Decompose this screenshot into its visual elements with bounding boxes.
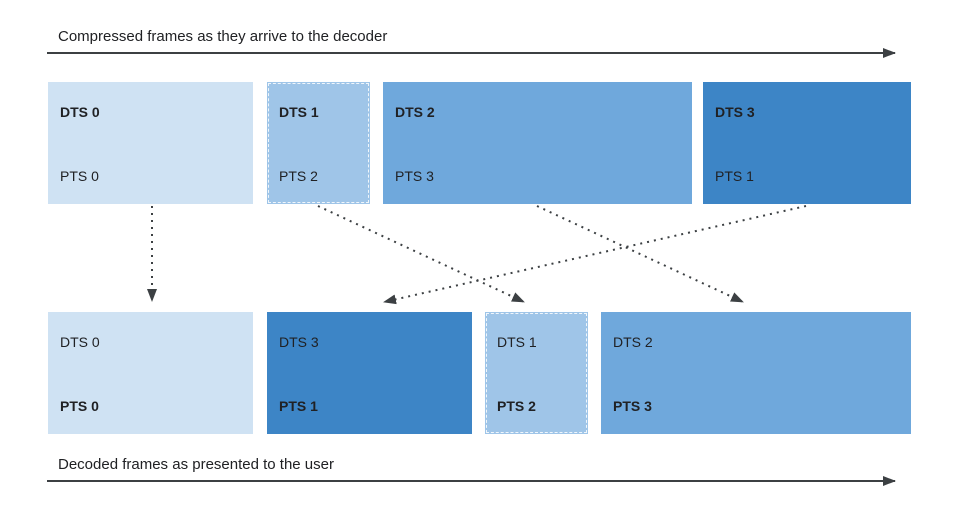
pts-label: PTS 0 [60, 168, 99, 184]
pts-label: PTS 1 [715, 168, 754, 184]
dts-label: DTS 3 [279, 334, 319, 350]
pts-label: PTS 2 [497, 398, 536, 414]
frame-compressed-dts2: DTS 2 PTS 3 [383, 82, 692, 204]
map-arrow-dts1-to-pts2 [317, 205, 525, 303]
dts-label: DTS 0 [60, 104, 100, 120]
map-arrow-dts2-to-pts3 [536, 205, 744, 303]
dts-label: DTS 2 [395, 104, 435, 120]
dts-label: DTS 3 [715, 104, 755, 120]
frame-decoded-pts0: DTS 0 PTS 0 [48, 312, 253, 434]
decoded-stream-label: Decoded frames as presented to the user [58, 456, 334, 473]
frame-compressed-dts3: DTS 3 PTS 1 [703, 82, 911, 204]
pts-label: PTS 1 [279, 398, 318, 414]
pts-label: PTS 0 [60, 398, 99, 414]
frame-decoded-pts1: DTS 3 PTS 1 [267, 312, 472, 434]
pts-label: PTS 3 [395, 168, 434, 184]
dts-label: DTS 1 [279, 104, 319, 120]
pts-label: PTS 3 [613, 398, 652, 414]
frame-compressed-dts0: DTS 0 PTS 0 [48, 82, 253, 204]
frame-decoded-pts2: DTS 1 PTS 2 [485, 312, 588, 434]
compressed-stream-label: Compressed frames as they arrive to the … [58, 28, 388, 45]
frame-decoded-pts3: DTS 2 PTS 3 [601, 312, 911, 434]
dts-label: DTS 2 [613, 334, 653, 350]
dts-label: DTS 1 [497, 334, 537, 350]
frame-compressed-dts1: DTS 1 PTS 2 [267, 82, 370, 204]
dts-label: DTS 0 [60, 334, 100, 350]
map-arrow-dts3-to-pts1 [383, 205, 807, 305]
pts-label: PTS 2 [279, 168, 318, 184]
